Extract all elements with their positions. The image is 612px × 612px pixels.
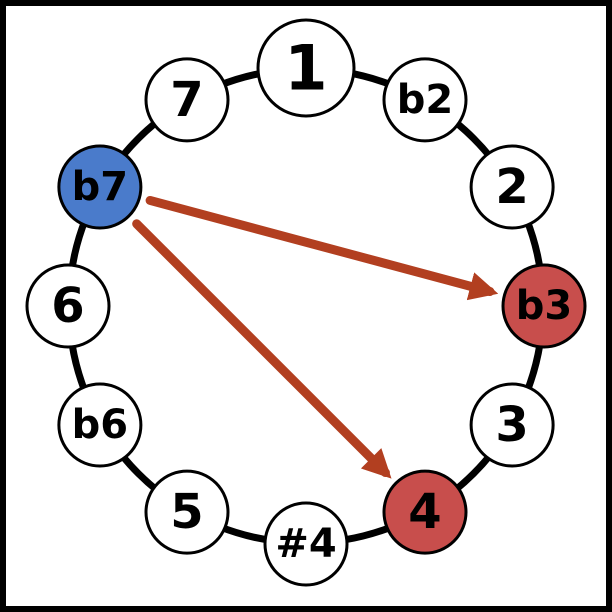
node-6: 6 (25, 263, 111, 349)
node-4: 4 (382, 469, 468, 555)
node-7: 7 (144, 57, 230, 143)
node-circle (469, 382, 555, 468)
arrow-b7-to-4 (132, 219, 392, 479)
node-circle (57, 382, 143, 468)
node-circle (263, 501, 349, 587)
node-label: 1 (284, 32, 327, 105)
node-label: b6 (72, 402, 128, 448)
node-circle (382, 57, 468, 143)
node-label: 6 (51, 278, 84, 334)
node-3: 3 (469, 382, 555, 468)
node-label: 3 (495, 397, 528, 453)
node-circle (25, 263, 111, 349)
node-circle (469, 144, 555, 230)
node-circle (501, 263, 587, 349)
node-circle (144, 57, 230, 143)
node-circle (57, 144, 143, 230)
node-1: 1 (256, 18, 356, 118)
node-2: 2 (469, 144, 555, 230)
node-label: b7 (72, 164, 128, 210)
node-b2: b2 (382, 57, 468, 143)
node-b7: b7 (57, 144, 143, 230)
node-label: 4 (408, 484, 441, 540)
node-5: 5 (144, 469, 230, 555)
node-label: b2 (397, 77, 453, 123)
node-circle (144, 469, 230, 555)
node-label: 7 (170, 72, 203, 128)
node-label: b3 (516, 283, 572, 329)
arrow-b7-to-b3 (145, 195, 499, 301)
ring (65, 65, 547, 547)
node-label: 2 (495, 159, 528, 215)
node-b6: b6 (57, 382, 143, 468)
node-b3: b3 (501, 263, 587, 349)
node-label: 5 (170, 484, 203, 540)
node-circle (382, 469, 468, 555)
node-circle (256, 18, 356, 118)
node-sharp4: #4 (263, 501, 349, 587)
node-label: #4 (275, 521, 336, 567)
